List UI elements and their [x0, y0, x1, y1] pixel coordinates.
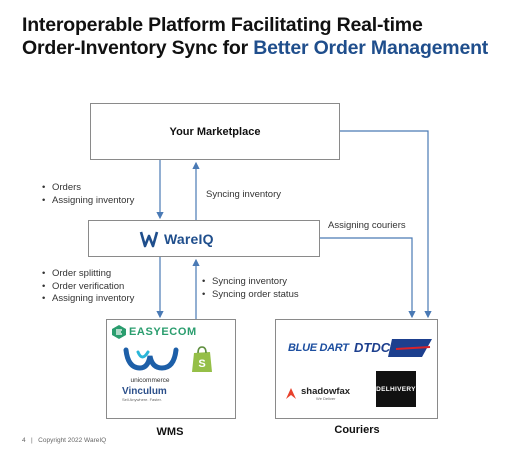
sync-bullets: Syncing inventory Syncing order status	[202, 276, 299, 301]
bullet-assigning-inventory: Assigning inventory	[42, 195, 134, 208]
shadowfax-tagline: We Deliver	[316, 396, 336, 401]
vinculum-logo: Vinculum Sell Anywhere. Faster.	[122, 386, 167, 402]
dtdc-logo: DTDC	[352, 335, 434, 366]
shopify-logo: S	[190, 346, 214, 379]
title-accent: Better Order Management	[253, 37, 489, 59]
marketplace-label: Your Marketplace	[169, 126, 261, 138]
vinculum-tagline: Sell Anywhere. Faster.	[122, 397, 162, 402]
dtdc-label: DTDC	[354, 340, 391, 355]
easyecom-logo: EASYECOM	[112, 325, 197, 339]
syncing-inventory-label: Syncing inventory	[206, 189, 281, 200]
dtdc-icon: DTDC	[354, 339, 432, 357]
marketplace-node: Your Marketplace	[90, 103, 340, 160]
orders-bullets: Orders Assigning inventory	[42, 182, 134, 207]
copyright-text: Copyright 2022 WareIQ	[38, 437, 107, 444]
shadowfax-label: shadowfax	[301, 386, 351, 397]
wareiq-logo-icon	[139, 231, 159, 248]
wareiq-node: WareIQ	[88, 220, 320, 257]
page-number: 4	[22, 437, 26, 444]
wms-instruction-bullets: Order splitting Order verification Assig…	[42, 268, 134, 306]
footer: 4 | Copyright 2022 WareIQ	[22, 437, 106, 444]
wareiq-label: WareIQ	[164, 231, 214, 247]
wms-caption: WMS	[156, 426, 184, 438]
bullet-assigning-inventory-wms: Assigning inventory	[42, 293, 134, 306]
bullet-syncing-order-status: Syncing order status	[202, 289, 299, 302]
title-line-1: Interoperable Platform Facilitating Real…	[22, 14, 423, 36]
arrow-marketplace-to-couriers	[340, 130, 432, 319]
wareiq-logo: WareIQ	[139, 230, 214, 248]
bullet-order-splitting: Order splitting	[42, 268, 134, 281]
assigning-couriers-label: Assigning couriers	[328, 220, 406, 231]
vinculum-label: Vinculum	[122, 386, 167, 397]
bullet-syncing-inventory: Syncing inventory	[202, 276, 299, 289]
svg-text:S: S	[198, 358, 205, 370]
unicommerce-icon	[123, 347, 179, 371]
delhivery-logo: DELHIVERY	[376, 371, 416, 407]
page-title: Interoperable Platform Facilitating Real…	[22, 14, 502, 60]
couriers-caption: Couriers	[334, 424, 380, 436]
unicommerce-logo: unicommerce	[118, 346, 182, 384]
unicommerce-label: unicommerce	[130, 377, 170, 384]
arrow-wareiq-to-couriers	[320, 237, 416, 319]
shadowfax-logo: shadowfax We Deliver	[284, 386, 350, 401]
footer-separator: |	[31, 437, 33, 444]
bluedart-logo: BLUE DART	[288, 342, 349, 354]
easyecom-icon	[112, 325, 126, 339]
shadowfax-icon	[286, 387, 296, 399]
bullet-orders: Orders	[42, 182, 134, 195]
shopify-bag-icon: S	[192, 346, 212, 372]
easyecom-label: EASYECOM	[129, 326, 197, 338]
bullet-order-verification: Order verification	[42, 281, 134, 294]
wms-node	[106, 319, 236, 419]
title-line-2: Order-Inventory Sync for	[22, 37, 254, 59]
